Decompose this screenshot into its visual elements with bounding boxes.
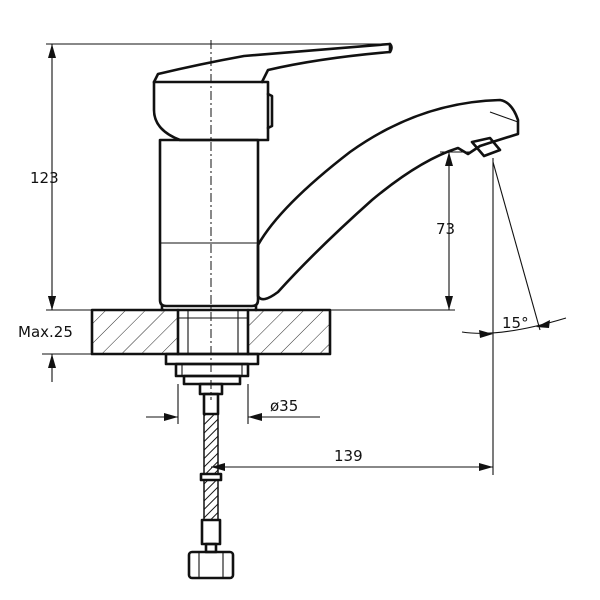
dim-swivel-angle: 15° bbox=[461, 161, 567, 338]
cartridge-cap bbox=[152, 80, 270, 142]
body-cylinder bbox=[158, 138, 260, 308]
countertop-left-hatch bbox=[92, 310, 178, 354]
spout bbox=[256, 98, 520, 301]
dim-spout-height: 73 bbox=[436, 151, 470, 310]
handle-assembly bbox=[152, 42, 393, 142]
faucet-body bbox=[158, 138, 260, 312]
hose-end-nut bbox=[187, 550, 235, 580]
countertop-right-outline bbox=[246, 308, 332, 356]
countertop-section bbox=[90, 308, 455, 356]
aerator bbox=[470, 136, 502, 158]
dim-spout-height-label: 73 bbox=[436, 220, 455, 238]
dim-swivel-angle-label: 15° bbox=[502, 314, 529, 332]
countertop-right-hatch bbox=[248, 310, 330, 354]
dim-deck-thickness-label: Max.25 bbox=[18, 323, 73, 341]
dim-mount-diameter-label: ø35 bbox=[270, 397, 298, 415]
mounting-washer bbox=[164, 352, 260, 366]
spout-arm bbox=[256, 98, 520, 301]
lever-handle bbox=[152, 42, 392, 84]
dim-overall-height-label: 123 bbox=[30, 169, 59, 187]
mounting-assembly bbox=[164, 308, 260, 396]
dim-mount-diameter: ø35 bbox=[146, 384, 320, 424]
dim-spout-reach-label: 139 bbox=[334, 447, 363, 465]
hose-braid-upper bbox=[203, 413, 219, 475]
hose-ferrule-bottom bbox=[200, 518, 222, 546]
dim-spout-reach: 139 bbox=[211, 158, 494, 475]
dim-overall-height: 123 bbox=[30, 43, 388, 311]
hose-braid-lower bbox=[203, 479, 219, 521]
dim-deck-thickness: Max.25 bbox=[18, 290, 92, 382]
mounting-nut bbox=[174, 362, 250, 378]
flexible-hose bbox=[187, 392, 235, 580]
